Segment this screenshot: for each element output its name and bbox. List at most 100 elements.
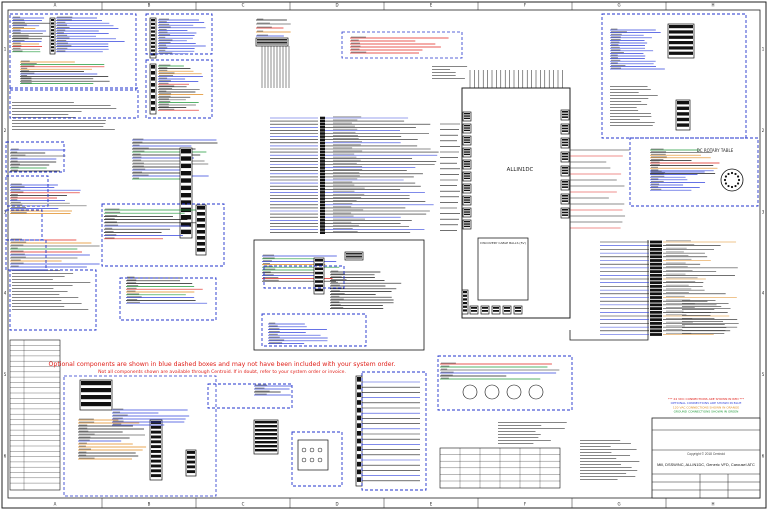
rotary-table-label: DC ROTARY TABLE [697,148,734,153]
grid-col-label: H [711,502,714,507]
grid-row-label: 4 [762,291,765,296]
optional-note-line2: Not all components shown are available t… [98,369,346,375]
optional-box [9,13,137,91]
discovery-board [477,237,529,301]
connector [560,165,570,177]
connector [49,17,56,55]
connector [462,207,472,218]
discovery-board-label: DISCOVERY CABLE BALLS (5V) [480,241,525,245]
connector [179,147,193,239]
optional-box [5,175,49,207]
connector [149,17,157,59]
connector [560,123,570,135]
allin1dc-label: ALLIN1DC [507,167,534,173]
copyright-text: Copyright © 2018 Centroid [687,452,725,456]
connector [513,305,523,315]
optional-box [207,383,293,409]
optional-box [145,13,213,55]
connector [480,305,490,315]
grid-row-label: 4 [4,291,7,296]
connector [462,171,472,182]
grid-row-label: 2 [4,128,7,133]
optional-box [5,141,65,173]
drawing-title: Mill, DSSW/NC, ALLIN1DC, Generic VFD, Ca… [657,462,755,467]
connector [253,419,279,455]
connector [560,109,570,121]
connector [560,207,570,219]
optional-note-line1: Optional components are shown in blue da… [49,361,396,368]
grid-col-label: B [148,3,151,8]
grid-col-label: D [335,3,338,8]
connector [667,23,695,59]
grid-col-label: F [524,3,527,8]
connector [149,63,157,115]
connector [462,147,472,158]
schematic-details [9,16,744,497]
optional-box [9,269,97,331]
grid-col-label: G [617,3,620,8]
legend-line: GROUND CONNECTIONS SHOWN IN GREEN [674,410,739,414]
optional-box [119,277,217,321]
grid-col-label: A [54,3,57,8]
optional-box [361,371,427,491]
color-legend: *** 24 VDC CONNECTIONS ARE SHOWN IN RED … [668,397,745,414]
grid-col-label: E [430,502,433,507]
grid-row-label: 6 [762,453,765,458]
connector [79,379,113,411]
allin1dc-board [461,87,571,319]
connector [491,305,501,315]
title-block: Copyright © 2018 Centroid Mill, DSSW/NC,… [651,417,761,499]
connector [675,99,691,131]
connector [149,419,163,481]
connector [462,135,472,146]
optional-box [5,209,43,241]
grid-row-label: 1 [4,47,7,52]
connector [195,204,207,256]
connector [462,159,472,170]
legend-line: *** 24 VDC CONNECTIONS ARE SHOWN IN RED … [668,397,745,401]
connector [344,251,364,261]
grid-row-label: 5 [4,372,7,377]
grid-row-label: 2 [762,128,765,133]
grid-col-label: G [617,502,620,507]
optional-box [601,13,747,139]
optional-box [629,137,759,207]
optional-box [145,59,213,119]
connector [502,305,512,315]
connector [469,305,479,315]
connector [313,257,325,295]
connector [462,183,472,194]
connector [462,111,472,122]
legend-line: 120 VAC CONNECTIONS SHOWN IN ORANGE [673,405,739,409]
connector [560,137,570,149]
optional-box [261,313,367,347]
connector [560,151,570,163]
optional-box [9,87,139,119]
connector [462,219,472,230]
connector [560,193,570,205]
connector [461,289,469,315]
grid-row-label: 5 [762,372,765,377]
connector [255,37,289,47]
grid-row-label: 3 [4,209,7,214]
grid-col-label: C [242,502,245,507]
optional-box [263,265,345,289]
grid-row-label: 1 [762,47,765,52]
grid-col-label: F [524,502,527,507]
optional-box [437,355,573,411]
connector [355,375,363,487]
legend-line: OPTIONAL CONNECTIONS ARE SHOWN IN BLUE [671,401,742,405]
grid-col-label: D [335,502,338,507]
connector [462,123,472,134]
grid-row-label: 6 [4,453,7,458]
grid-col-label: E [430,3,433,8]
optional-component-boxes [5,13,759,491]
optional-box [101,203,225,267]
connector [185,449,197,477]
grid-row-label: 3 [762,209,765,214]
grid-col-label: B [148,502,151,507]
connector [560,179,570,191]
